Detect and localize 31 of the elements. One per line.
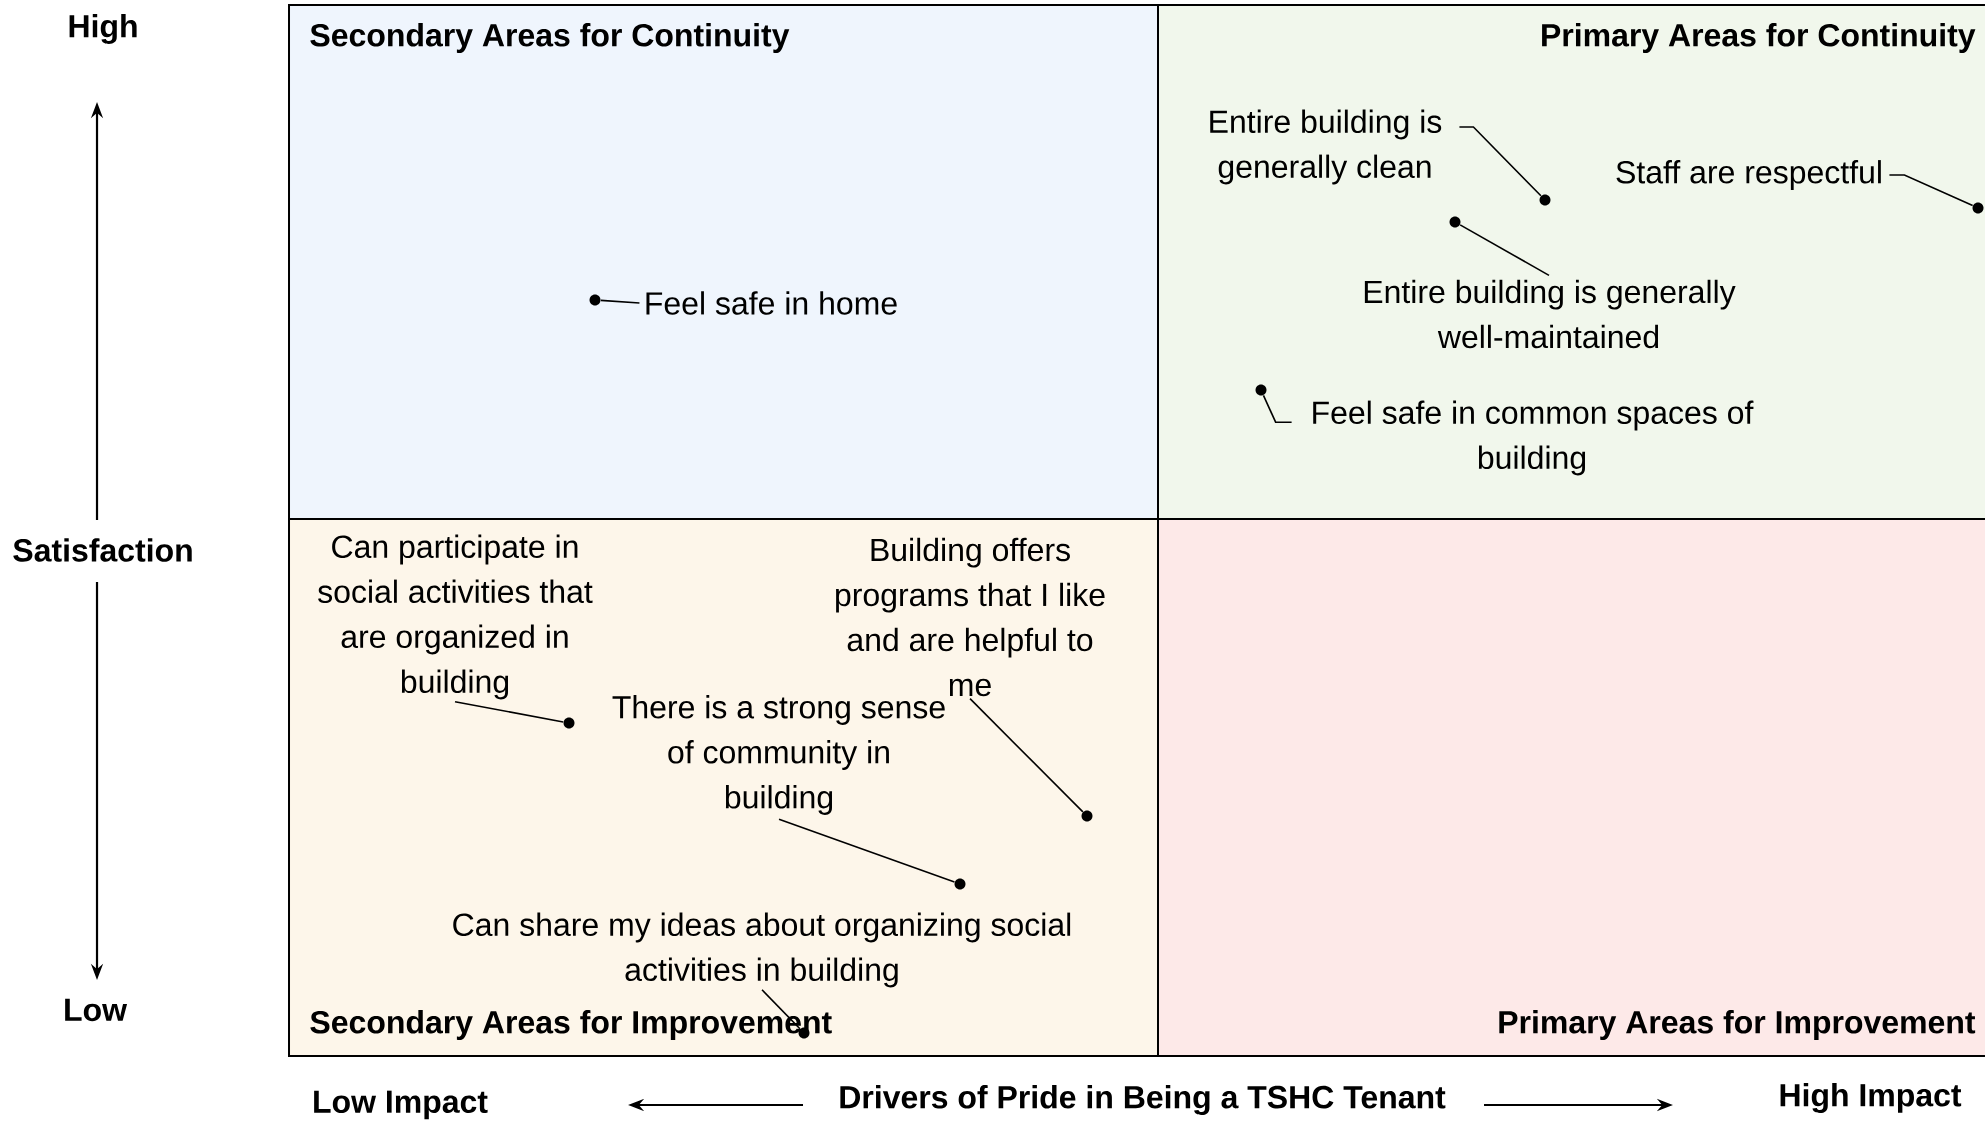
point-label: Can participate in social activities that are organized in building [318,534,593,700]
leader-line [1262,394,1293,423]
axis-label: Low [65,998,128,1022]
data-point [563,717,575,729]
leader-line [969,697,1084,813]
point-label: Feel safe in common spaces of building [1313,400,1754,476]
axis-label: Satisfaction [13,538,192,562]
data-point [1255,384,1267,396]
point-label: Staff are respectful [1616,160,1881,190]
point-label: Entire building is generally clean [1210,109,1442,185]
point-label: Building offers programs that I like and are helpful to me [836,537,1105,697]
data-point [1449,216,1461,228]
axis-label: Low Impact [314,1090,488,1120]
axis-label: High [69,14,137,44]
point-label: Feel safe in home [646,291,897,315]
leader-line [778,818,956,883]
quadrant-box: Primary Areas for Improvement [1157,518,1985,1057]
leader-line [600,299,641,304]
point-label: Can share my ideas about organizing social activities in building [453,912,1071,988]
leader-line [1458,126,1542,197]
data-point [1081,810,1093,822]
point-label: Entire building is generally well-maintained [1364,279,1736,349]
point-label: There is a strong sense of community in building [612,695,945,815]
leader-line [1888,174,1974,207]
leader-line [1459,224,1550,277]
data-point [1972,202,1984,214]
data-point [954,878,966,890]
data-point [589,294,601,306]
axis-label: Drivers of Pride in Being a TSHC Tenant [840,1085,1446,1115]
data-point [1539,194,1551,206]
leader-line [454,701,564,723]
